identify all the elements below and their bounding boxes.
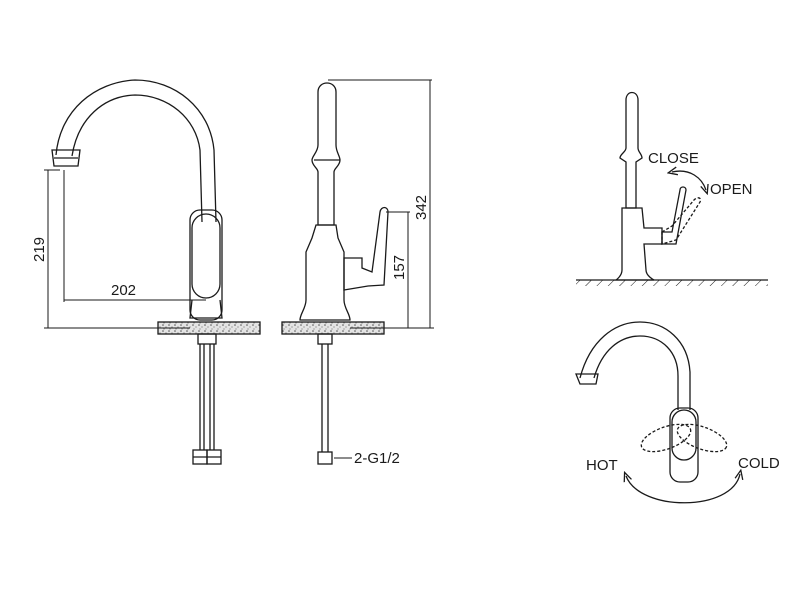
dim-total-height: 342 — [413, 195, 430, 220]
ground-hatch — [576, 280, 768, 286]
body-column — [189, 209, 223, 321]
label-close: CLOSE — [648, 150, 699, 167]
spout-inner — [71, 94, 203, 223]
dim-outlet-height: 219 — [31, 237, 48, 262]
front-view — [51, 79, 261, 465]
temp-handle-hot — [640, 423, 692, 453]
handle — [191, 213, 221, 299]
side-dimensions — [328, 79, 434, 459]
lever-closed — [661, 186, 687, 245]
dim-spout-reach: 202 — [111, 282, 136, 299]
spout-tip — [51, 149, 81, 167]
temp-handle-cold — [676, 423, 728, 453]
label-open: OPEN — [710, 181, 753, 198]
open-close-arrow — [672, 171, 706, 190]
label-hot: HOT — [586, 457, 618, 474]
body-base — [189, 299, 223, 319]
temp-handle — [671, 409, 697, 461]
temp-spout-inner — [593, 335, 679, 410]
dim-lever-height: 157 — [391, 255, 408, 280]
hot-cold-arrow — [626, 474, 740, 504]
lever-operation-view — [576, 91, 768, 286]
dim-inlet-thread: 2-G1/2 — [354, 450, 400, 467]
front-dimensions — [44, 169, 206, 329]
temperature-operation-view — [575, 321, 740, 504]
side-spout — [311, 82, 341, 226]
temp-spout-outer — [579, 321, 691, 410]
spout-outer — [55, 79, 217, 223]
label-cold: COLD — [738, 455, 780, 472]
side-view — [281, 82, 389, 465]
side-body — [299, 224, 351, 321]
lever-open — [661, 197, 702, 245]
side-lever — [343, 206, 389, 291]
inlet-nut — [317, 451, 333, 465]
